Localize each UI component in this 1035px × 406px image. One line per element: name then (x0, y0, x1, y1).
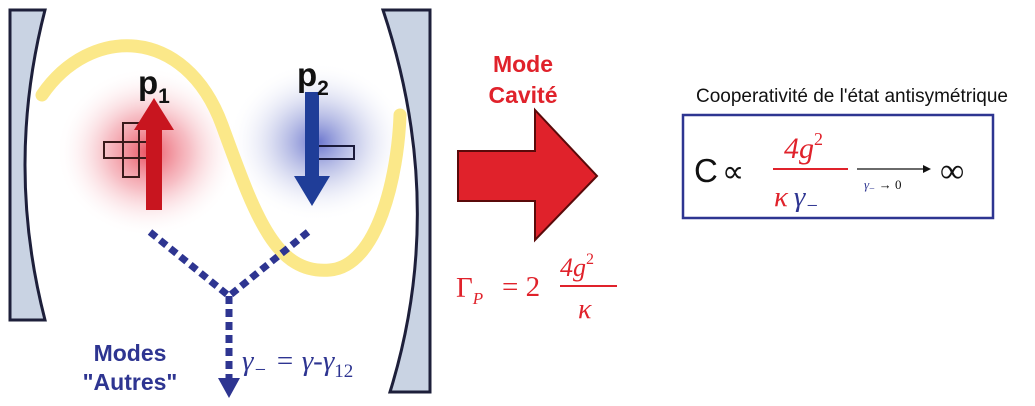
svg-text:= 2: = 2 (502, 271, 540, 303)
svg-text:ΓP: ΓP (456, 272, 483, 308)
svg-text:κ: κ (578, 294, 592, 325)
svg-text:4g2: 4g2 (560, 251, 594, 282)
p1-label: p1 (138, 64, 170, 108)
other-modes-line1: Modes (94, 340, 167, 366)
cavity-mode-curve (35, 39, 407, 277)
mode-cavite-line2: Cavité (488, 82, 557, 108)
mode-cavite-line1: Mode (493, 51, 553, 77)
cooperativity-box (681, 113, 995, 220)
cavity-big-arrow (457, 107, 599, 243)
right-mirror (380, 8, 432, 394)
gamma-p-formula: ΓP = 2 4g2 κ (456, 251, 617, 325)
other-modes-line2: "Autres" (83, 369, 178, 395)
svg-text:C: C (694, 152, 718, 189)
p2-label: p2 (297, 56, 329, 100)
dipole-p1-arrow (134, 98, 174, 210)
other-modes-arrowhead (218, 378, 240, 398)
left-mirror (8, 8, 47, 322)
svg-text:4g2: 4g2 (784, 129, 823, 165)
other-modes-dashed-arrow (147, 229, 311, 378)
svg-text:γ−→ 0: γ−→ 0 (864, 177, 902, 195)
cooperativity-title: Cooperativité de l'état antisymétrique (696, 86, 1008, 107)
gamma-minus-formula: γ−= γ-γ12 (242, 345, 353, 382)
svg-text:κγ−: κγ− (774, 181, 819, 217)
svg-text:∝: ∝ (722, 154, 744, 189)
svg-text:∞: ∞ (940, 153, 964, 190)
dipole-p2-arrow (294, 92, 330, 206)
